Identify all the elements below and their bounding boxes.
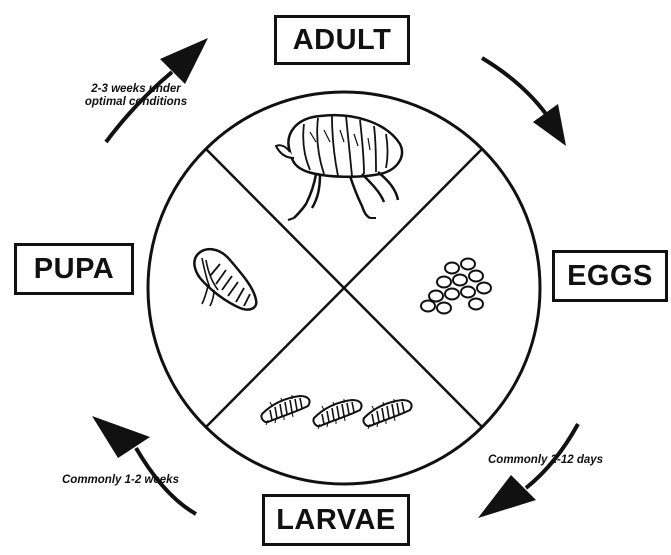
pupa-icon [193, 247, 258, 311]
duration-note-line: 2-3 weeks under [91, 83, 181, 95]
adult-flea-icon [274, 113, 404, 221]
eggs-cluster-icon [420, 257, 492, 315]
stage-label-adult: ADULT [274, 15, 410, 65]
stage-label-eggs: EGGS [552, 250, 668, 302]
stage-label-larvae: LARVAE [262, 494, 410, 546]
duration-note-larvae-to-pupa: Commonly 1-2 weeks [62, 474, 179, 486]
quadrant-divider [205, 148, 483, 428]
duration-note-line: optimal conditions [84, 96, 188, 108]
stage-label-pupa: PUPA [14, 243, 134, 295]
duration-note-pupa-to-adult: 2-3 weeks under optimal conditions [56, 83, 216, 109]
arrow-icon [92, 38, 580, 518]
duration-note-eggs-to-larvae: Commonly 2-12 days [488, 454, 604, 466]
